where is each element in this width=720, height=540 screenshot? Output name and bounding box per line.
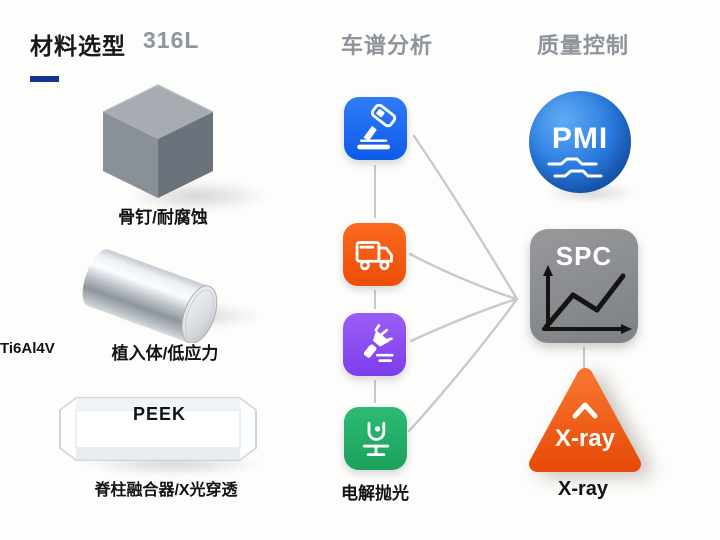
titanium-cylinder bbox=[82, 249, 218, 343]
steel-cube bbox=[102, 84, 214, 198]
spc-card-text: SPC bbox=[555, 241, 613, 271]
xray-triangle bbox=[529, 368, 641, 472]
glass-bar-label: 脊柱融合器/X光穿透 bbox=[94, 482, 238, 499]
glass-bar-surface-text: PEEK bbox=[132, 404, 187, 424]
materials-grade-label: 316L bbox=[143, 27, 200, 53]
pmi-sphere bbox=[529, 91, 631, 193]
xray-triangle-text: X-ray bbox=[554, 425, 616, 452]
cylinder-label: 植入体/低应力 bbox=[111, 344, 219, 363]
cylinder-side-label: Ti6Al4V bbox=[0, 340, 55, 357]
pmi-sphere-text: PMI bbox=[551, 122, 609, 155]
pmi-wave-icon bbox=[547, 157, 603, 178]
delivery-truck-icon bbox=[343, 223, 406, 286]
connector-v4 bbox=[583, 347, 585, 373]
materials-title: 材料选型 bbox=[30, 33, 126, 59]
quality-title: 质量控制 bbox=[537, 33, 630, 58]
connector-v3 bbox=[374, 380, 376, 403]
handheld-analyzer-icon bbox=[344, 97, 407, 160]
electropolish-label: 电解抛光 bbox=[341, 484, 409, 503]
connector-v2 bbox=[374, 290, 376, 309]
cube-label: 骨钉/耐腐蚀 bbox=[118, 208, 208, 227]
caret-icon bbox=[572, 402, 598, 419]
xray-label: X-ray bbox=[557, 478, 609, 500]
electropolish-icon bbox=[344, 407, 407, 470]
flashlight-icon bbox=[343, 313, 406, 376]
connector-v1 bbox=[374, 165, 376, 218]
accent-underline bbox=[30, 76, 59, 82]
peek-glass-bar bbox=[59, 397, 257, 461]
spc-chart-icon bbox=[542, 265, 632, 334]
analysis-title: 车谱分析 bbox=[341, 33, 434, 58]
